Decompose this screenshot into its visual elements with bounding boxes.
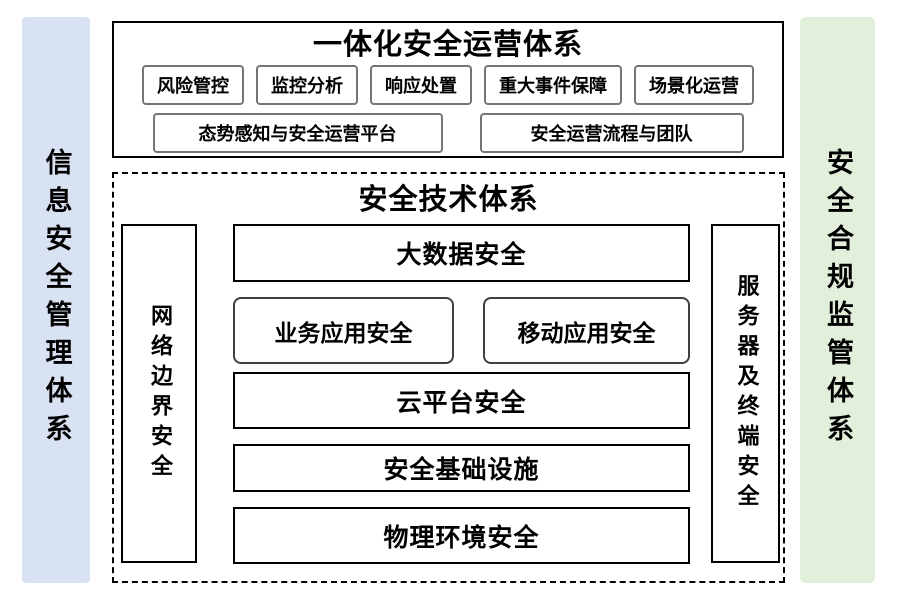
operations-system-panel: 一体化安全运营体系 风险管控 监控分析 响应处置 重大事件保障 场景化运营 态势… (112, 21, 784, 158)
compliance-system-label: 安全合规监管体系 (822, 148, 853, 452)
technology-layer-stack: 大数据安全 业务应用安全 移动应用安全 云平台安全 安全基础设施 物理环境安全 (233, 174, 690, 581)
ops-capability-box-major-event: 重大事件保障 (484, 64, 622, 105)
mobile-app-security-box: 移动应用安全 (483, 297, 690, 364)
compliance-system-bar: 安全合规监管体系 (800, 17, 875, 583)
operations-capability-row: 风险管控 监控分析 响应处置 重大事件保障 场景化运营 (114, 64, 782, 105)
ops-capability-box-scenario: 场景化运营 (634, 64, 754, 105)
management-system-label: 信息安全管理体系 (40, 148, 72, 452)
ops-process-team-box: 安全运营流程与团队 (479, 112, 744, 153)
network-boundary-pillar: 网络边界安全 (121, 224, 197, 563)
server-terminal-label: 服务器及终端安全 (733, 273, 759, 514)
ops-capability-box-monitoring: 监控分析 (256, 64, 358, 105)
operations-system-title: 一体化安全运营体系 (312, 27, 583, 61)
network-boundary-label: 网络边界安全 (147, 303, 172, 484)
ops-capability-box-risk: 风险管控 (142, 64, 244, 105)
tech-layer-cloud-platform: 云平台安全 (233, 372, 690, 429)
application-security-row: 业务应用安全 移动应用安全 (233, 297, 690, 364)
technology-system-panel: 安全技术体系 网络边界安全 服务器及终端安全 大数据安全 业务应用安全 移动应用… (112, 172, 785, 583)
business-app-security-box: 业务应用安全 (233, 297, 454, 364)
operations-platform-row: 态势感知与安全运营平台 安全运营流程与团队 (114, 112, 782, 153)
tech-layer-big-data: 大数据安全 (233, 224, 690, 282)
tech-layer-security-infrastructure: 安全基础设施 (233, 444, 690, 492)
ops-platform-box: 态势感知与安全运营平台 (152, 112, 443, 153)
ops-capability-box-response: 响应处置 (370, 64, 472, 105)
management-system-bar: 信息安全管理体系 (22, 17, 90, 583)
server-terminal-pillar: 服务器及终端安全 (711, 224, 780, 563)
tech-layer-physical-environment: 物理环境安全 (233, 507, 690, 564)
technology-system-title: 安全技术体系 (358, 182, 539, 216)
